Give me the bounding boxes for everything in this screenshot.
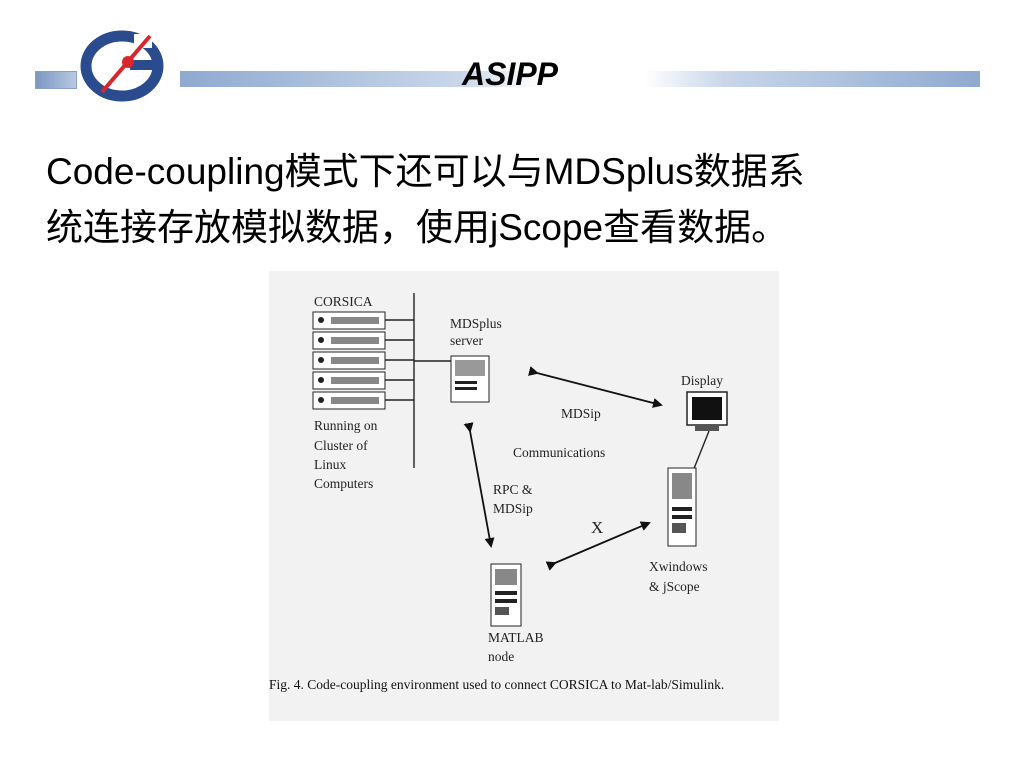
label-running-2: Cluster of (314, 438, 368, 453)
label-mdsplus-1: MDSplus (450, 316, 502, 331)
body-line-1: Code-coupling模式下还可以与MDSplus数据系 (46, 151, 805, 192)
body-line-2: 统连接存放模拟数据，使用jScope查看数据。 (46, 207, 789, 248)
label-running-4: Computers (314, 476, 373, 491)
label-xwindows-1: Xwindows (649, 559, 708, 574)
mdsplus-server-icon (450, 355, 490, 403)
code-coupling-figure: CORSICA MDSplus server Display MDSip Com… (269, 271, 779, 721)
label-corsica: CORSICA (314, 294, 373, 309)
figure-caption: Fig. 4. Code-coupling environment used t… (269, 677, 725, 692)
rpc-mdsip-arrow (463, 422, 495, 548)
asipp-logo-icon (72, 26, 172, 106)
label-communications: Communications (513, 445, 605, 460)
label-mdsip: MDSip (561, 406, 601, 421)
label-running-1: Running on (314, 418, 378, 433)
display-monitor-icon (686, 391, 728, 431)
matlab-node-icon (490, 563, 522, 627)
label-rpc-1: RPC & (493, 482, 533, 497)
label-xwindows-2: & jScope (649, 579, 700, 594)
slide-header: ASIPP (0, 0, 1024, 120)
slide-title: ASIPP (461, 56, 559, 92)
label-x: X (591, 518, 603, 537)
header-band-right (180, 71, 980, 87)
label-display: Display (681, 373, 723, 388)
label-rpc-2: MDSip (493, 501, 533, 516)
header-band-left (35, 71, 77, 89)
cluster-links (385, 293, 453, 468)
x-arrow (545, 521, 651, 571)
xwindows-workstation-icon (667, 467, 697, 547)
label-running-3: Linux (314, 457, 346, 472)
display-link (692, 430, 710, 472)
mdsip-arrow (528, 366, 663, 408)
link-arrows (463, 366, 663, 571)
corsica-cluster-icon (312, 311, 386, 410)
label-mdsplus-2: server (450, 333, 483, 348)
slide-body-text: Code-coupling模式下还可以与MDSplus数据系 统连接存放模拟数据… (46, 144, 986, 256)
label-matlab-1: MATLAB (488, 630, 544, 645)
label-matlab-2: node (488, 649, 514, 664)
